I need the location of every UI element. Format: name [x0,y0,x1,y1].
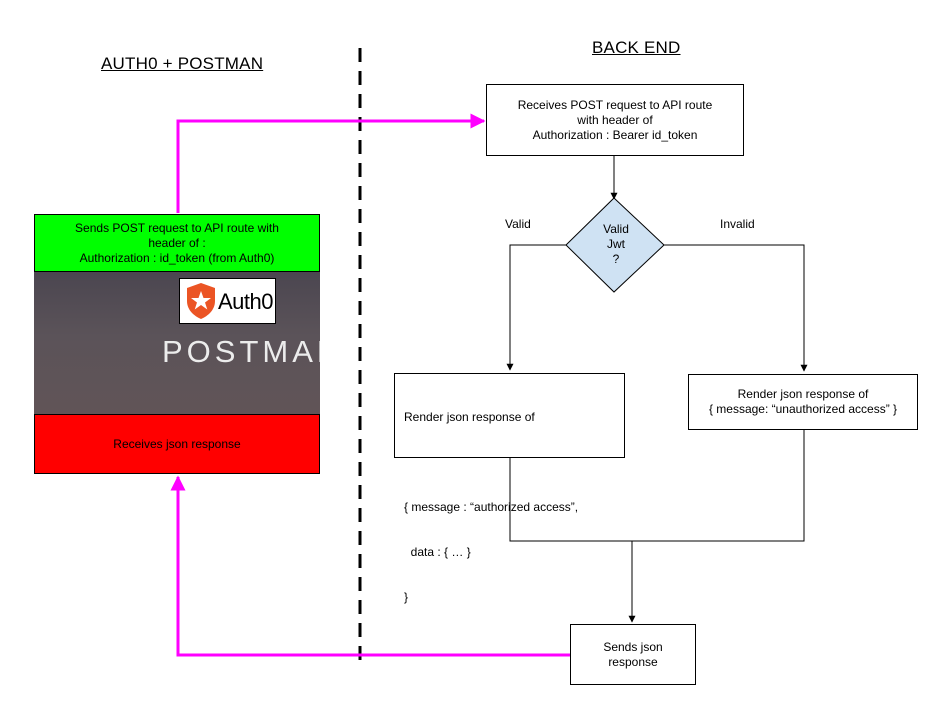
valid-response-line-4: data : { … } [404,545,471,559]
send-response-line-1: Sends json [603,639,663,654]
invalid-response-box: Render json response of { message: “unau… [688,374,918,430]
request-arrow [176,113,486,213]
send-request-line-3: Authorization : id_token (from Auth0) [79,250,275,265]
send-response-box: Sends json response [570,624,696,685]
invalid-response-line-1: Render json response of [737,387,869,401]
postman-logo-text: POSTMAN [162,334,320,369]
logo-panel: POSTMAN Auth0 [34,272,320,414]
invalid-response-line-2: { message: “unauthorized access” } [708,402,898,416]
send-request-line-1: Sends POST request to API route with [75,220,279,235]
connector-merge [509,430,805,542]
send-request-box: Sends POST request to API route with hea… [34,214,320,272]
connector-invalid-branch [664,244,808,372]
decision-line-1: Valid [603,222,629,236]
receive-response-label: Receives json response [113,436,241,451]
auth0-shield-icon [187,283,215,319]
auth0-logo: Auth0 [179,278,276,324]
receive-request-line-3: Authorization : Bearer id_token [532,127,698,142]
valid-response-line-3: { message : “authorized access”, [404,500,579,514]
connector-valid-branch [506,244,566,371]
send-response-line-2: response [608,654,658,669]
auth0-logo-text: Auth0 [218,289,274,314]
decision-line-2: Jwt [607,237,625,251]
receive-request-box: Receives POST request to API route with … [486,84,744,156]
valid-response-line-5: } [404,590,409,604]
heading-auth0-postman: AUTH0 + POSTMAN [101,54,264,73]
decision-label: Valid Jwt ? [566,222,666,267]
valid-branch-label: Valid [505,217,531,231]
valid-response-box: Render json response of { message : “aut… [394,373,625,604]
valid-response-line-2 [404,455,624,470]
response-arrow [170,475,570,657]
heading-back-end: BACK END [592,38,681,57]
decision-diamond [565,197,665,293]
receive-request-line-1: Receives POST request to API route [517,97,713,112]
send-request-line-2: header of : [148,235,206,250]
invalid-branch-label: Invalid [720,217,755,231]
receive-response-box: Receives json response [34,414,320,474]
decision-line-3: ? [612,252,620,266]
valid-response-line-1: Render json response of [404,410,535,424]
receive-request-line-2: with header of [577,112,653,127]
